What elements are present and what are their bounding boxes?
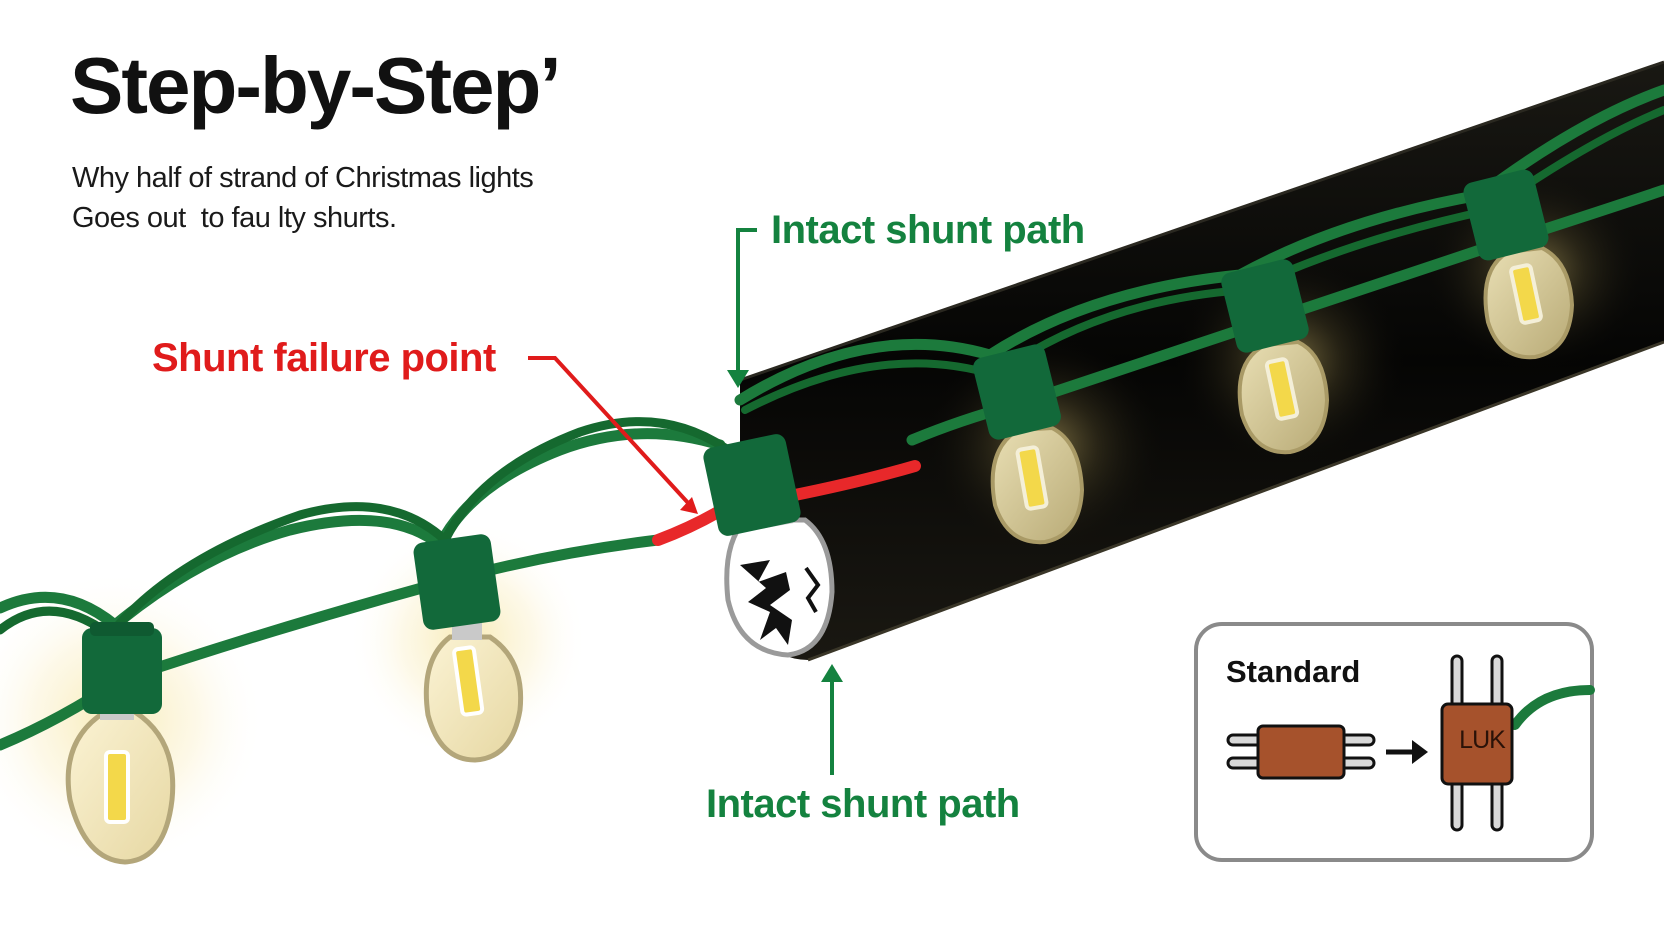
intact-shunt-label-top: Intact shunt path <box>771 208 1085 252</box>
bulb-filament <box>1264 357 1300 421</box>
bulb-socket <box>1221 259 1309 353</box>
socket-cap <box>90 622 154 636</box>
bulb-socket <box>1463 169 1549 261</box>
broken-bulb <box>703 434 835 658</box>
failure-arrowhead <box>680 497 698 514</box>
wire-lower <box>0 534 664 751</box>
intact-top-leader-line <box>736 228 757 372</box>
bulb-dim <box>1221 259 1330 455</box>
crack-line <box>804 566 821 613</box>
bulb-socket <box>973 344 1061 440</box>
cracked-bulb-icon <box>740 560 792 645</box>
tube-top-edge <box>739 60 1664 382</box>
subtitle: Why half of strand of Christmas lights G… <box>72 158 534 238</box>
bulb-socket <box>413 534 501 630</box>
inset-title: Standard <box>1226 654 1361 689</box>
shunt-failure-label: Shunt failure point <box>152 336 496 380</box>
tube-bottom-edge <box>807 340 1664 662</box>
right-arrow-head <box>1412 740 1428 764</box>
standard-chip <box>1226 724 1376 780</box>
bulb-dim <box>973 344 1085 545</box>
intact-top-arrowhead <box>727 370 749 388</box>
page-title: Step-by-Step’ <box>70 41 562 130</box>
intact-bottom-arrowhead <box>821 664 843 682</box>
bulb-base <box>452 622 482 640</box>
failed-wire-segment-right <box>784 460 921 502</box>
bulb-lit <box>413 534 524 763</box>
bulb-filament <box>1509 263 1543 325</box>
bulb-filament <box>452 645 485 717</box>
luk-chip <box>1440 654 1514 832</box>
bulb-filament <box>104 750 130 824</box>
inset-wire <box>1510 685 1595 730</box>
bulb-socket <box>703 434 801 536</box>
bulb-dim <box>1463 169 1575 360</box>
bulb-filament <box>1015 445 1049 511</box>
intact-shunt-label-bottom: Intact shunt path <box>706 782 1020 826</box>
failed-wire-segment-left <box>652 506 724 546</box>
subtitle-line-1: Why half of strand of Christmas lights <box>72 162 534 194</box>
bulb-socket <box>82 628 162 714</box>
inset-chip-label: LUK <box>1459 726 1506 754</box>
subtitle-line-2: Goes out to fau lty shurts. <box>72 202 397 234</box>
bulb-lit <box>65 622 176 865</box>
failure-leader-line <box>528 356 692 507</box>
